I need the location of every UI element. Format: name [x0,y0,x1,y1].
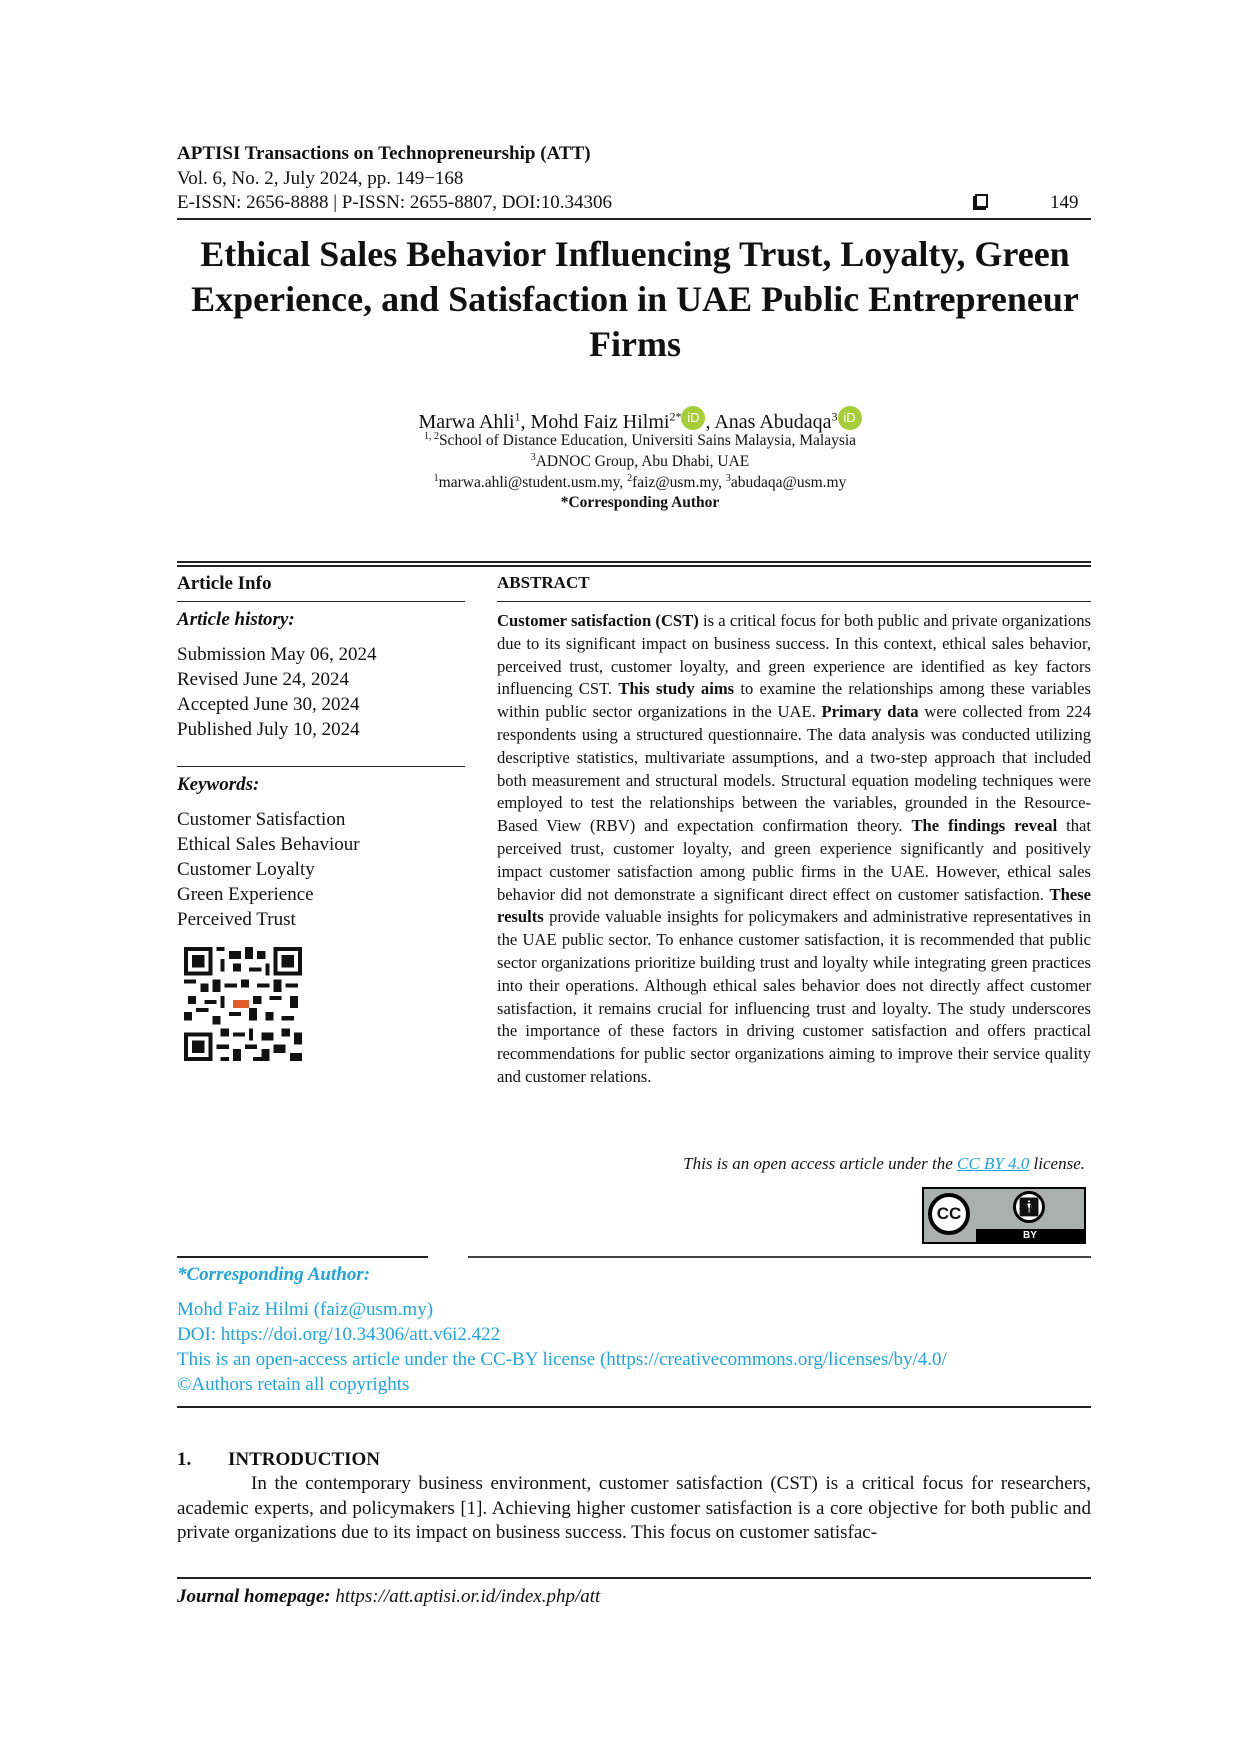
divider [468,1256,1091,1258]
square-icon [975,194,988,208]
history-revised: Revised June 24, 2024 [177,669,350,690]
author-sup: 3 [831,409,838,424]
section-number: 1. [177,1449,192,1470]
history-accepted: Accepted June 30, 2024 [177,694,360,715]
author-sup: 2* [669,409,682,424]
author-name: Marwa Ahli [418,411,515,433]
author-list: Marwa Ahli1, Mohd Faiz Hilmi2*iD, Anas A… [300,406,980,434]
corresponding-author-note: *Corresponding Author [560,494,720,511]
abstract-text-segment: that perceived trust, customer loyalty, … [497,816,1092,904]
abstract-emphasis: The findings reveal [911,816,1058,836]
cc-by-link[interactable]: CC BY 4.0 [957,1154,1030,1173]
divider [177,766,465,767]
issn-info: E-ISSN: 2656-8888 | P-ISSN: 2655-8807, D… [177,192,613,213]
introduction-paragraph: In the contemporary business environment… [177,1473,1091,1543]
email: marwa.ahli@student.usm.my, [438,474,628,492]
history-submission: Submission May 06, 2024 [177,644,377,665]
affiliation-sup: 3 [530,452,536,463]
affiliation-text: School of Distance Education, Universiti… [438,432,857,450]
article-history-label: Article history: [177,609,295,630]
abstract-emphasis: Customer satisfaction (CST) [497,611,699,630]
double-rule-top [177,561,1091,563]
abstract-text-segment: is a critical focus for both public and … [497,611,1091,699]
abstract-heading: ABSTRACT [497,573,590,592]
page-number: 149 [1050,192,1079,213]
email: abudaqa@usm.my [730,474,847,492]
affiliation-sup: 1, 2 [423,431,439,442]
journal-name: APTISI Transactions on Technopreneurship… [177,143,591,164]
footer-rule [177,1577,1091,1579]
affiliation-text: ADNOC Group, Abu Dhabi, UAE [535,453,750,471]
abstract-text-segment: to examine the relationships among these… [497,679,1091,722]
email-sup: 3 [725,473,731,484]
homepage-label: Journal homepage: [177,1586,331,1607]
open-access-notice: This is an open access article under the… [683,1154,1085,1174]
abstract-text-segment: were collected from 224 respondents usin… [497,702,1091,836]
keyword: Customer Loyalty [177,859,315,880]
corresponding-author-name[interactable]: Mohd Faiz Hilmi (faiz@usm.my) [177,1299,434,1320]
affiliation-2: 3ADNOC Group, Abu Dhabi, UAE [300,452,980,471]
affiliation-1: 1, 2School of Distance Education, Univer… [300,431,980,450]
paper-title-line-3: Firms [589,324,681,364]
header-rule [177,218,1091,220]
qr-code[interactable] [184,947,302,1061]
cc-by-badge[interactable]: CC 🚹︎ BY [922,1187,1086,1244]
orcid-icon[interactable]: iD [837,406,862,430]
corresponding-author-label: *Corresponding Author: [177,1264,371,1285]
abstract-emphasis: These results [497,884,1091,927]
paper-title-line-1: Ethical Sales Behavior Influencing Trust… [200,234,1070,274]
homepage-url[interactable]: https://att.aptisi.or.id/index.php/att [335,1586,601,1607]
divider [177,1256,428,1258]
paper-title-line-2: Experience, and Satisfaction in UAE Publ… [191,279,1079,319]
abstract-emphasis: Primary data [821,702,919,722]
license-text: license. [1029,1154,1085,1173]
divider [497,601,1091,602]
cc-icon: CC [928,1193,970,1235]
author-name: Mohd Faiz Hilmi [530,411,670,433]
email: faiz@usm.my, [632,474,726,492]
email-sup: 2 [627,473,633,484]
section-heading-introduction: INTRODUCTION [228,1449,381,1470]
attribution-person-icon: 🚹︎ [1013,1191,1045,1223]
license-link[interactable]: This is an open-access article under the… [177,1349,947,1370]
journal-homepage: Journal homepage: https://att.aptisi.or.… [177,1586,600,1608]
cc-by-label: BY [976,1229,1084,1242]
copyright-notice: ©Authors retain all copyrights [177,1374,410,1395]
keyword: Perceived Trust [177,909,296,930]
author-emails: 1marwa.ahli@student.usm.my, 2faiz@usm.my… [300,473,980,492]
keywords-label: Keywords: [177,774,260,795]
author-sup: 1 [514,409,521,424]
abstract-emphasis: This study aims [618,679,735,699]
abstract-text-segment: provide valuable insights for policymake… [497,907,1091,1086]
email-sup: 1 [433,473,439,484]
doi-link[interactable]: DOI: https://doi.org/10.34306/att.v6i2.4… [177,1324,501,1345]
keyword: Green Experience [177,884,314,905]
divider [177,601,465,602]
divider [177,1406,1091,1408]
author-name: Anas Abudaqa [714,411,832,433]
volume-info: Vol. 6, No. 2, July 2024, pp. 149−168 [177,168,464,189]
history-published: Published July 10, 2024 [177,719,360,740]
article-info-heading: Article Info [177,573,272,594]
double-rule-bottom [177,565,1091,567]
abstract-text: Customer satisfaction (CST) is a critica… [497,610,1091,1089]
orcid-icon[interactable]: iD [681,406,706,430]
keyword: Ethical Sales Behaviour [177,834,360,855]
keyword: Customer Satisfaction [177,809,346,830]
license-text: This is an open access article under the [683,1154,958,1173]
